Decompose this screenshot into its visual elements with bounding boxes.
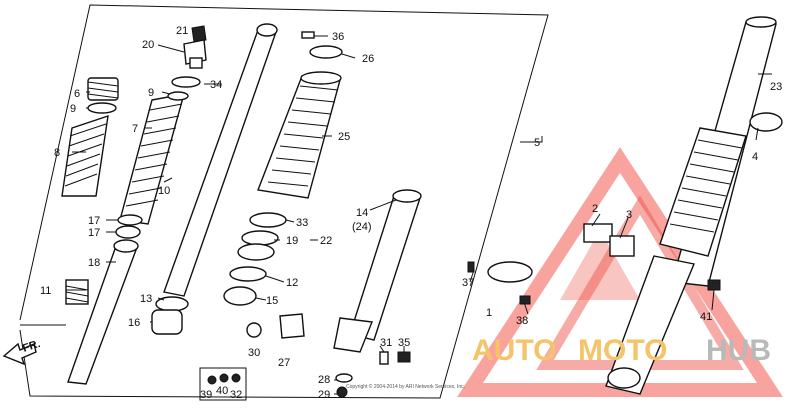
ring-17a	[117, 214, 143, 226]
o-ring-34	[171, 76, 201, 88]
screw-36	[301, 31, 315, 39]
spring-8	[61, 114, 109, 197]
label-40: 40	[216, 385, 228, 397]
clip-19	[241, 230, 279, 246]
label-3: 3	[626, 209, 632, 221]
label-21: 21	[176, 25, 188, 37]
bolt-37	[467, 261, 475, 273]
axle-holder-27	[279, 313, 305, 339]
watermark-wordmark: AUTO MOTO HUB	[472, 334, 771, 367]
rebound-spring-11	[65, 279, 89, 305]
label-31: 31	[380, 337, 392, 349]
clamp-4	[749, 112, 783, 132]
bracket-2	[583, 223, 613, 243]
label-8: 8	[54, 147, 60, 159]
washer-9b	[167, 91, 189, 101]
bolt-35	[397, 351, 411, 363]
bolt-41	[707, 279, 721, 291]
fork-slider-14	[333, 189, 422, 353]
washer-31	[379, 351, 389, 365]
washer-12	[229, 266, 267, 282]
label-9a: 9	[70, 103, 76, 115]
label-11: 11	[40, 285, 51, 297]
bushing-15	[223, 286, 257, 306]
label-27: 27	[278, 357, 290, 369]
label-4: 4	[752, 151, 758, 163]
watermark-auto: AUTO	[472, 334, 556, 367]
fork-tube-10	[163, 23, 278, 297]
label-22: 22	[320, 235, 332, 247]
label-17b: 17	[88, 227, 100, 239]
label-26: 26	[362, 53, 374, 65]
copyright-text: Copyright © 2004-2014 by ARI Network Ser…	[346, 383, 465, 390]
label-18: 18	[88, 257, 100, 269]
seal-22	[237, 243, 275, 261]
label-36: 36	[332, 31, 344, 43]
bolt-29	[336, 386, 348, 398]
label-1: 1	[486, 307, 492, 319]
label-39: 39	[200, 389, 212, 401]
guide-16	[151, 309, 183, 335]
label-34: 34	[210, 79, 222, 91]
label-25: 25	[338, 131, 350, 143]
kit-box	[199, 367, 247, 401]
diagram-frame	[19, 4, 549, 399]
assembled-fork-23	[605, 16, 777, 395]
label-14-alt: (24)	[352, 221, 372, 233]
label-19: 19	[286, 235, 298, 247]
label-12: 12	[286, 277, 298, 289]
label-7: 7	[132, 123, 138, 135]
label-41: 41	[700, 311, 712, 323]
clamp-26	[309, 45, 343, 59]
label-9b: 9	[148, 87, 154, 99]
fork-clamp-1	[487, 261, 533, 283]
label-2: 2	[592, 203, 598, 215]
label-20: 20	[142, 39, 154, 51]
front-arrow-label: FR.	[21, 338, 42, 355]
bolt-38	[519, 295, 531, 305]
label-35: 35	[398, 337, 410, 349]
label-14: 14	[356, 207, 368, 219]
clip-3	[609, 235, 635, 257]
ring-17b	[115, 225, 141, 239]
top-bolt-21	[183, 25, 207, 69]
watermark-moto: MOTO	[578, 334, 667, 367]
label-5: 5	[534, 137, 540, 149]
washer-9a	[87, 102, 117, 114]
label-32: 32	[230, 389, 242, 401]
seal-33	[249, 212, 287, 228]
label-28: 28	[318, 374, 330, 386]
damper-rod-18	[67, 239, 139, 385]
label-30: 30	[248, 347, 260, 359]
label-33: 33	[296, 217, 308, 229]
front-arrow-icon	[2, 342, 37, 366]
label-37: 37	[462, 277, 474, 289]
washer-28	[335, 373, 353, 383]
label-16: 16	[128, 317, 140, 329]
label-29: 29	[318, 389, 330, 401]
label-13: 13	[140, 293, 152, 305]
label-23: 23	[770, 81, 782, 93]
label-15: 15	[266, 295, 278, 307]
label-6: 6	[74, 88, 80, 100]
watermark-hub: HUB	[706, 334, 771, 367]
fork-boot-25	[257, 71, 342, 199]
label-17a: 17	[88, 215, 100, 227]
fork-spring-7	[119, 93, 185, 225]
label-38: 38	[516, 315, 528, 327]
nut-30	[246, 322, 262, 338]
label-10: 10	[158, 185, 170, 197]
spring-upper	[87, 77, 119, 101]
